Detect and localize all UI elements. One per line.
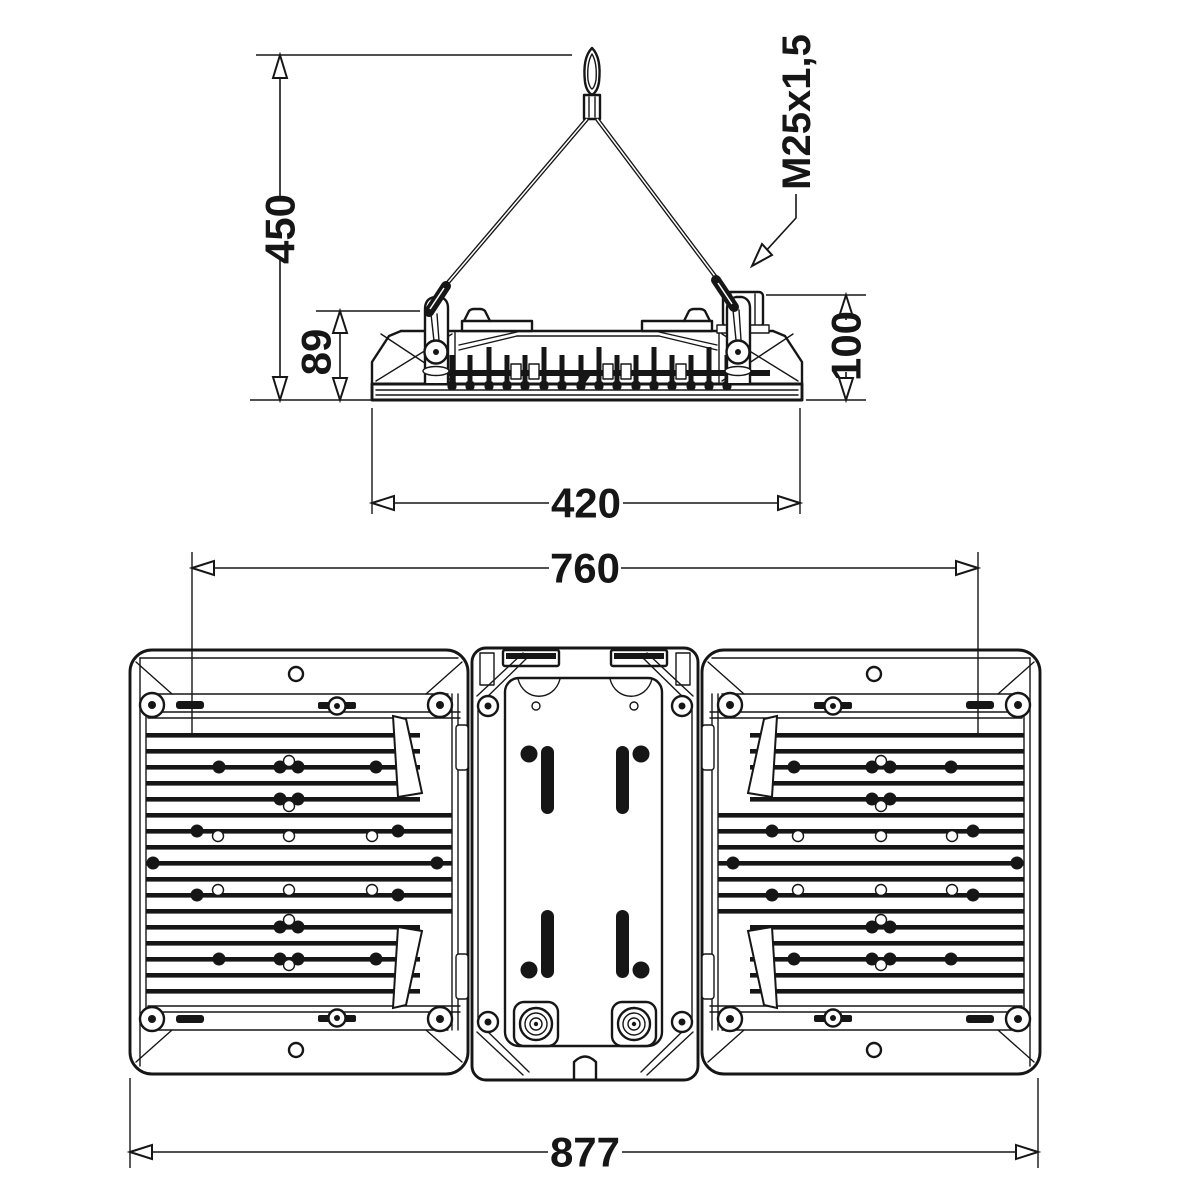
top-plate-right [640,319,714,333]
left-panel [128,648,470,1076]
right-suspension-bracket [711,275,770,385]
right-panel [700,648,1042,1076]
cable-ferrule [582,93,602,121]
dim-label-housing-height: 89 [293,329,340,376]
dim-housing-width: 420 [368,408,804,527]
heatsink-fins-side [424,347,770,390]
dim-label-mounting-width: 760 [550,545,620,592]
dim-label-overall-width: 877 [550,1129,620,1176]
panel-hole-top [287,665,305,683]
center-mounting-section [470,646,700,1082]
cable-glands [512,1000,658,1048]
keyhole-slots [520,745,650,979]
top-plate-left [460,319,534,333]
dim-overall-height: 450 [250,51,572,404]
dim-label-gland-height: 100 [823,311,870,381]
dim-housing-height: 89 [293,307,420,404]
suspension-loop [583,46,601,97]
dim-overall-width: 877 [126,1078,1042,1176]
side-view: 450 89 100 M25x1,5 [250,34,870,527]
plan-view: 760 877 [126,545,1042,1176]
dim-label-housing-width: 420 [551,480,621,527]
dim-mounting-width: 760 [188,545,982,737]
cable-gland-callout: M25x1,5 [749,34,819,269]
bottom-arch [572,1055,598,1081]
callout-arrowhead [749,242,774,269]
housing-base [370,382,804,402]
fin-ramp-bottom [391,925,424,1010]
suspension-cable-assembly [443,46,720,288]
fin-ramp-top [391,714,424,799]
mounting-plate [503,676,664,1048]
panel-hole-bottom [287,1041,305,1059]
top-lug-right [682,307,712,323]
dim-label-overall-height: 450 [257,194,304,264]
panel-screw-bosses [138,691,454,1033]
dim-gland-height: 100 [766,291,870,404]
panel-rivets [146,754,444,972]
cable-gland-label: M25x1,5 [775,34,819,190]
top-lug-left [462,307,492,323]
left-suspension-bracket [422,281,451,385]
